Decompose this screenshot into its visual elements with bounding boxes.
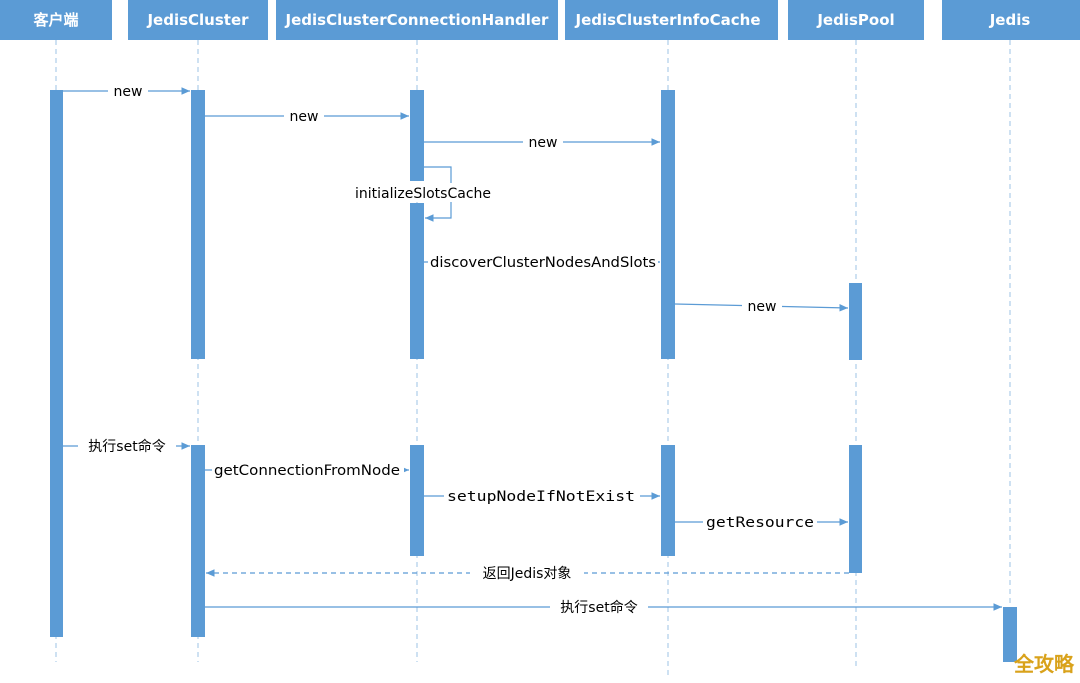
label-new-2: new bbox=[290, 109, 319, 125]
message-labels: new new new initializeSlotsCache discove… bbox=[78, 82, 817, 617]
label-get-resource: getResource bbox=[706, 515, 814, 531]
activation-pool-set bbox=[849, 445, 862, 573]
activation-jediscluster-init bbox=[191, 90, 205, 359]
activation-jedis-set bbox=[1003, 607, 1017, 662]
label-discover-cluster-nodes: discoverClusterNodesAndSlots bbox=[430, 255, 656, 271]
participant-client-label: 客户端 bbox=[32, 11, 78, 29]
participant-client: 客户端 bbox=[0, 0, 112, 40]
label-new-3: new bbox=[529, 135, 558, 151]
label-initialize-slots-cache: initializeSlotsCache bbox=[355, 186, 491, 202]
participant-jedis: Jedis bbox=[942, 0, 1080, 40]
activation-handler-init-a bbox=[410, 90, 424, 181]
activation-infocache-init bbox=[661, 90, 675, 359]
activation-handler-set bbox=[410, 445, 424, 556]
label-get-connection-from-node: getConnectionFromNode bbox=[214, 463, 400, 479]
participant-jediscluster-label: JedisCluster bbox=[146, 11, 249, 29]
participant-headers: 客户端 JedisCluster JedisClusterConnectionH… bbox=[0, 0, 1080, 40]
label-execute-set-2: 执行set命令 bbox=[560, 599, 637, 616]
participant-pool-label: JedisPool bbox=[816, 11, 894, 29]
activation-infocache-set bbox=[661, 445, 675, 556]
participant-infocache-label: JedisClusterInfoCache bbox=[574, 11, 760, 29]
activation-handler-init-b bbox=[410, 203, 424, 359]
watermark-logo: 全攻略 bbox=[1014, 652, 1074, 676]
label-new-4: new bbox=[748, 299, 777, 315]
participant-infocache: JedisClusterInfoCache bbox=[565, 0, 778, 40]
activation-bars bbox=[50, 90, 1017, 662]
activation-pool-init bbox=[849, 283, 862, 360]
label-new-1: new bbox=[114, 84, 143, 100]
label-return-jedis-object: 返回Jedis对象 bbox=[483, 566, 572, 582]
participant-handler-label: JedisClusterConnectionHandler bbox=[285, 11, 549, 29]
participant-pool: JedisPool bbox=[788, 0, 924, 40]
label-execute-set-1: 执行set命令 bbox=[88, 438, 165, 455]
participant-jediscluster: JedisCluster bbox=[128, 0, 268, 40]
participant-jedis-label: Jedis bbox=[989, 11, 1031, 29]
label-setup-node-if-not-exist: setupNodeIfNotExist bbox=[447, 489, 635, 505]
activation-jediscluster-set bbox=[191, 445, 205, 637]
participant-handler: JedisClusterConnectionHandler bbox=[276, 0, 558, 40]
activation-client bbox=[50, 90, 63, 637]
